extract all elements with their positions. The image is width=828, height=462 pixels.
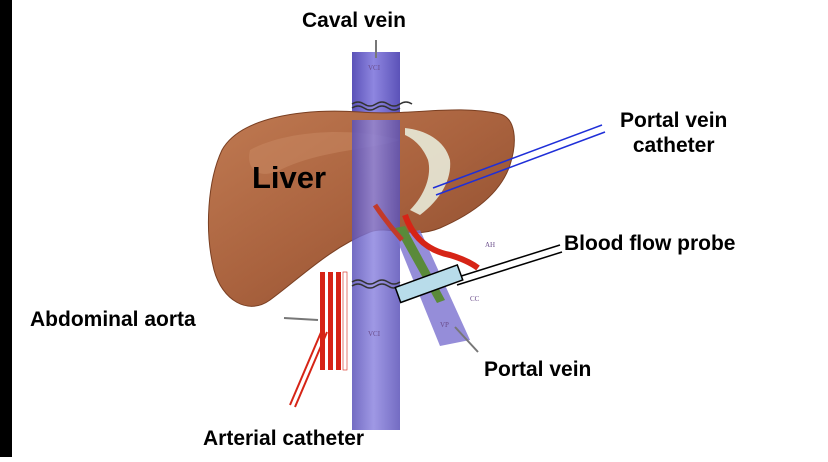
tag-vci-top: VCI bbox=[368, 64, 381, 72]
vena-cava-shaft bbox=[352, 120, 400, 430]
label-portal-vein-catheter-line1: Portal vein bbox=[620, 108, 727, 133]
label-liver: Liver bbox=[252, 160, 326, 196]
abdominal-aorta-leader bbox=[284, 318, 318, 320]
label-blood-flow-probe: Blood flow probe bbox=[564, 231, 735, 256]
tag-vp: VP bbox=[440, 321, 449, 329]
label-arterial-catheter: Arterial catheter bbox=[203, 426, 364, 451]
label-caval-vein: Caval vein bbox=[302, 8, 406, 33]
tag-cc: CC bbox=[470, 295, 480, 303]
abdominal-aorta-vessel bbox=[320, 272, 347, 370]
label-abdominal-aorta: Abdominal aorta bbox=[30, 307, 196, 332]
label-portal-vein-catheter: Portal vein catheter bbox=[620, 108, 727, 158]
label-portal-vein-catheter-line2: catheter bbox=[620, 133, 727, 158]
label-portal-vein: Portal vein bbox=[484, 357, 591, 382]
left-edge-bar bbox=[0, 0, 12, 457]
tag-vci-bottom: VCI bbox=[368, 330, 381, 338]
tag-ah: AH bbox=[485, 241, 495, 249]
